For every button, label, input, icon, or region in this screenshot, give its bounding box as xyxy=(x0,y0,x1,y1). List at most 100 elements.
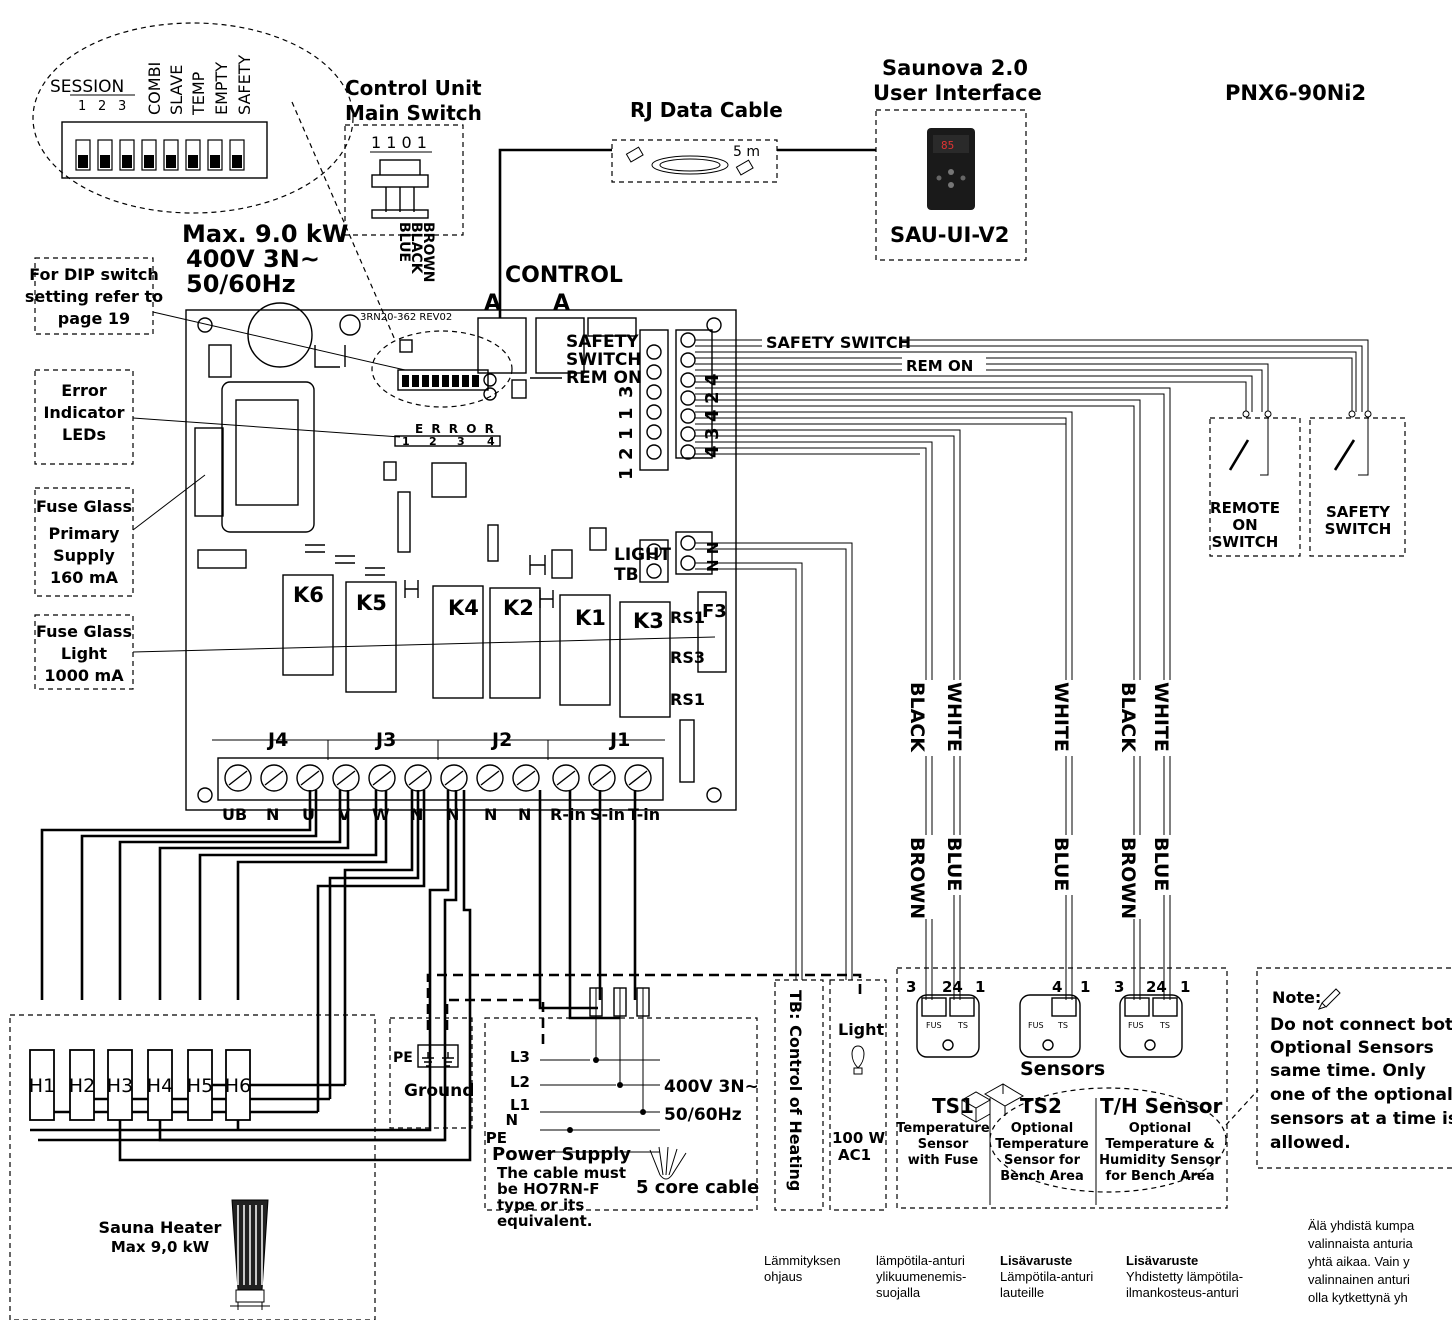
svg-text:K5: K5 xyxy=(356,591,387,615)
svg-text:Lämpötila-anturi: Lämpötila-anturi xyxy=(1000,1269,1093,1284)
svg-text:SAFETY: SAFETY xyxy=(566,332,639,352)
svg-text:3: 3 xyxy=(616,385,637,398)
svg-text:L1: L1 xyxy=(510,1096,530,1114)
svg-text:Optional Sensors: Optional Sensors xyxy=(1270,1038,1434,1058)
svg-text:1: 1 xyxy=(616,407,637,420)
svg-text:4: 4 xyxy=(1052,978,1062,996)
svg-text:The cable must: The cable must xyxy=(497,1164,626,1182)
svg-text:TS: TS xyxy=(1057,1021,1068,1030)
svg-text:SAU-UI-V2: SAU-UI-V2 xyxy=(890,223,1009,247)
power-supply-box: L3 L2 L1 N PE 400V 3N~ 50/60Hz Power Sup… xyxy=(484,1017,759,1230)
terminal-screws-left xyxy=(646,344,662,460)
svg-text:lauteille: lauteille xyxy=(1000,1285,1044,1300)
safety-switch: SAFETY SWITCH xyxy=(1309,410,1406,557)
svg-text:A: A xyxy=(553,291,570,316)
svg-text:N: N xyxy=(484,805,497,824)
svg-text:3: 3 xyxy=(118,99,126,114)
svg-text:1 1 0 1: 1 1 0 1 xyxy=(371,133,427,152)
svg-text:N N: N N xyxy=(704,542,722,572)
tb-control-box: TB: Control of Heating xyxy=(774,979,824,1211)
note-box: Note: Do not connect both Optional Senso… xyxy=(1256,967,1452,1169)
svg-text:RS1: RS1 xyxy=(670,690,705,709)
svg-text:TB: Control of Heating: TB: Control of Heating xyxy=(786,990,805,1191)
svg-text:sensors at a time is: sensors at a time is xyxy=(1270,1109,1452,1129)
svg-text:RJ Data Cable: RJ Data Cable xyxy=(630,98,783,122)
svg-text:LEDs: LEDs xyxy=(62,425,106,444)
svg-text:Optional: Optional xyxy=(1011,1121,1073,1136)
svg-text:4: 4 xyxy=(702,373,723,386)
svg-text:1: 1 xyxy=(975,978,985,996)
svg-text:K6: K6 xyxy=(293,583,324,607)
svg-text:S-in: S-in xyxy=(590,805,625,824)
svg-text:equivalent.: equivalent. xyxy=(497,1212,593,1230)
svg-text:REM ON: REM ON xyxy=(566,368,642,388)
heater-area: H1 H2 H3 H4 H5 H6 Sauna Heater Max 9,0 k… xyxy=(9,1014,376,1320)
svg-text:For DIP switch: For DIP switch xyxy=(29,265,159,284)
svg-text:Sensor for: Sensor for xyxy=(1004,1153,1081,1168)
sensors-box: FUS TS 3 24 1 FUS TS 4 1 FUS TS 3 24 1 S… xyxy=(896,967,1259,1209)
svg-text:4: 4 xyxy=(702,409,723,422)
svg-text:1: 1 xyxy=(402,435,410,448)
svg-text:L2: L2 xyxy=(510,1073,530,1091)
ground-box: PE Ground xyxy=(389,1017,474,1129)
svg-text:RS3: RS3 xyxy=(670,648,705,667)
svg-text:Sensor: Sensor xyxy=(918,1137,969,1152)
wire-color-labels: BLACK WHITE WHITE BLACK WHITE BROWN BLUE… xyxy=(906,680,1178,919)
svg-text:Älä yhdistä kumpa: Älä yhdistä kumpa xyxy=(1308,1218,1415,1233)
svg-text:K1: K1 xyxy=(575,606,606,630)
svg-text:3: 3 xyxy=(702,427,723,440)
svg-text:1: 1 xyxy=(1180,978,1190,996)
svg-text:N: N xyxy=(410,805,423,824)
svg-text:400V 3N~: 400V 3N~ xyxy=(186,245,320,273)
model-code: PNX6-90Ni2 xyxy=(1225,81,1366,105)
svg-text:H4: H4 xyxy=(147,1075,173,1097)
svg-text:REM ON: REM ON xyxy=(906,357,973,375)
svg-text:Light: Light xyxy=(838,1020,885,1039)
cable-icon xyxy=(649,1146,687,1180)
svg-text:WHITE: WHITE xyxy=(943,682,965,752)
svg-text:Yhdistetty lämpötila-: Yhdistetty lämpötila- xyxy=(1126,1269,1243,1284)
svg-text:Max. 9.0 kW: Max. 9.0 kW xyxy=(182,220,348,248)
svg-text:SAFETY: SAFETY xyxy=(1326,503,1391,521)
svg-text:Temperature: Temperature xyxy=(896,1121,990,1136)
heater-elements: H1 H2 H3 H4 H5 H6 xyxy=(29,1049,251,1121)
svg-text:BROWN: BROWN xyxy=(1117,837,1139,919)
svg-text:setting refer to: setting refer to xyxy=(25,287,163,306)
svg-text:PE: PE xyxy=(393,1050,413,1066)
svg-text:with Fuse: with Fuse xyxy=(908,1153,979,1168)
rj-data-cable: RJ Data Cable 5 m xyxy=(498,98,876,318)
svg-text:5 m: 5 m xyxy=(733,144,760,160)
callout-dip: For DIP switch setting refer to page 19 xyxy=(25,257,406,371)
callout-fuse-primary: Fuse Glass Primary Supply 160 mA xyxy=(34,474,206,597)
svg-text:EMPTY: EMPTY xyxy=(212,62,231,115)
svg-text:2: 2 xyxy=(702,391,723,404)
svg-text:T/H Sensor: T/H Sensor xyxy=(1100,1094,1223,1118)
svg-text:BLACK: BLACK xyxy=(1117,682,1139,753)
main-terminal-screws xyxy=(224,764,652,792)
svg-text:for Bench Area: for Bench Area xyxy=(1105,1169,1214,1184)
svg-text:AC1: AC1 xyxy=(838,1146,871,1164)
svg-text:3: 3 xyxy=(457,435,465,448)
user-interface-unit: Saunova 2.0 User Interface 85 SAU-UI-V2 xyxy=(873,56,1042,261)
svg-text:Power Supply: Power Supply xyxy=(492,1144,631,1165)
svg-text:SLAVE: SLAVE xyxy=(167,65,186,115)
svg-text:BROWN: BROWN xyxy=(420,222,436,283)
svg-text:50/60Hz: 50/60Hz xyxy=(186,270,296,298)
svg-text:Lämmityksen: Lämmityksen xyxy=(764,1253,841,1268)
finnish-notes: Lämmityksen ohjaus lämpötila-anturi ylik… xyxy=(764,1218,1415,1305)
svg-text:Ground: Ground xyxy=(404,1081,474,1101)
svg-text:FUS: FUS xyxy=(926,1021,942,1030)
svg-text:RS1: RS1 xyxy=(670,608,705,627)
remote-on-switch: REMOTE ON SWITCH xyxy=(1209,410,1301,557)
svg-text:K4: K4 xyxy=(448,596,479,620)
svg-text:BLUE: BLUE xyxy=(1150,837,1172,891)
sensor-wires xyxy=(695,387,1171,1000)
svg-text:TS1: TS1 xyxy=(932,1094,974,1118)
svg-text:1: 1 xyxy=(1080,978,1090,996)
svg-text:H3: H3 xyxy=(107,1075,133,1097)
svg-text:Main Switch: Main Switch xyxy=(345,101,482,125)
svg-text:Fuse Glass: Fuse Glass xyxy=(36,622,132,641)
svg-text:ON: ON xyxy=(1232,516,1257,534)
svg-text:be HO7RN-F: be HO7RN-F xyxy=(497,1180,599,1198)
svg-text:L3: L3 xyxy=(510,1048,530,1066)
